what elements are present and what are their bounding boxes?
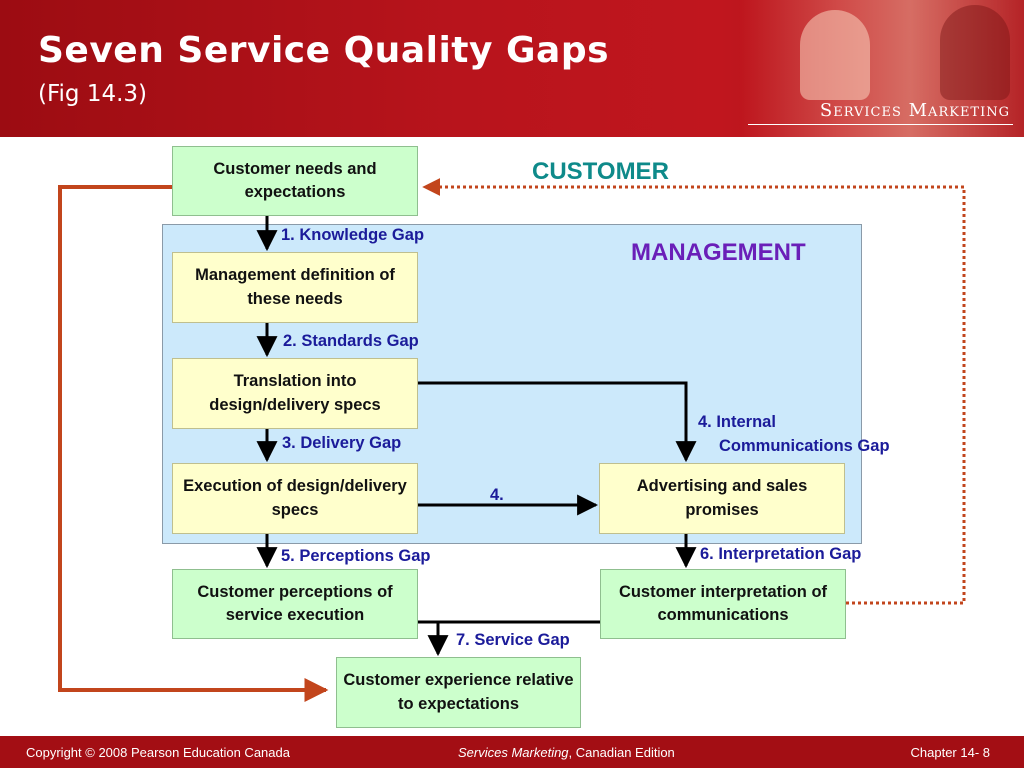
gap-label-standards: 2. Standards Gap xyxy=(283,332,419,350)
slide-footer: Copyright © 2008 Pearson Education Canad… xyxy=(0,736,1024,768)
slide-title: Seven Service Quality Gaps xyxy=(38,30,610,71)
header-photo-person-right xyxy=(940,5,1010,100)
footer-book: Services Marketing, Canadian Edition xyxy=(458,745,675,760)
box-customer-needs: Customer needs and expectations xyxy=(172,146,418,216)
box-customer-experience: Customer experience relative to expectat… xyxy=(336,657,581,728)
header-photo xyxy=(740,0,1024,137)
brand-underline xyxy=(748,124,1013,125)
gap-label-internal-line1: 4. Internal xyxy=(698,413,776,431)
footer-book-title: Services Marketing xyxy=(458,745,569,760)
gap-label-internal-line2: Communications Gap xyxy=(719,437,890,455)
arrow-gap4-internal xyxy=(417,381,697,463)
arrow-feedback-solid xyxy=(58,185,329,702)
box-customer-interpretation: Customer interpretation of communication… xyxy=(600,569,846,639)
arrow-gap7-left xyxy=(417,620,449,657)
customer-label: CUSTOMER xyxy=(532,158,669,185)
gap-label-interpretation: 6. Interpretation Gap xyxy=(700,545,862,563)
footer-copyright: Copyright © 2008 Pearson Education Canad… xyxy=(26,745,290,760)
slide-subtitle: (Fig 14.3) xyxy=(38,81,148,107)
gap-label-delivery: 3. Delivery Gap xyxy=(282,434,402,452)
brand-label: Services Marketing xyxy=(819,100,1010,121)
footer-chapter: Chapter 14- 8 xyxy=(910,745,991,760)
gap-label-internal-short: 4. xyxy=(490,486,504,504)
management-label: MANAGEMENT xyxy=(631,239,806,266)
box-advertising: Advertising and sales promises xyxy=(599,463,845,534)
box-management-definition: Management definition of these needs xyxy=(172,252,418,323)
arrow-feedback-dotted xyxy=(422,178,966,605)
gap-label-service: 7. Service Gap xyxy=(456,631,570,649)
slide-header: Seven Service Quality Gaps (Fig 14.3) Se… xyxy=(0,0,1024,137)
gap-label-knowledge: 1. Knowledge Gap xyxy=(281,226,425,244)
box-customer-perceptions: Customer perceptions of service executio… xyxy=(172,569,418,639)
box-translation: Translation into design/delivery specs xyxy=(172,358,418,429)
box-execution: Execution of design/delivery specs xyxy=(172,463,418,534)
footer-edition: , Canadian Edition xyxy=(568,745,675,760)
gap-label-perceptions: 5. Perceptions Gap xyxy=(281,547,431,565)
header-photo-person-left xyxy=(800,10,870,100)
